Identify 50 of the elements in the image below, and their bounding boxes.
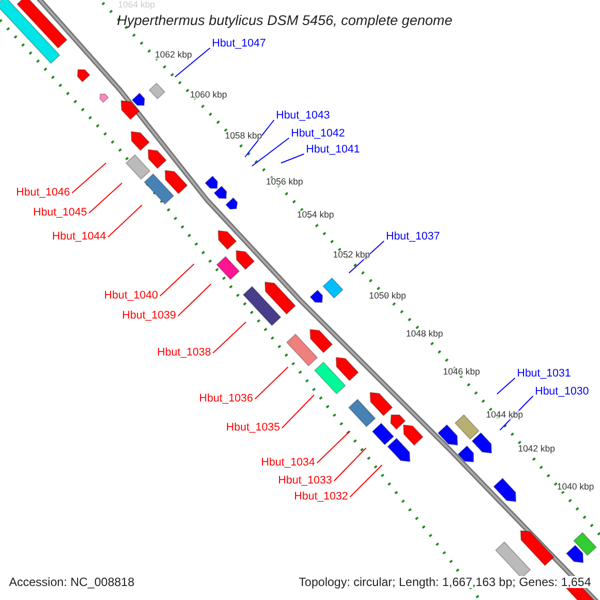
gene-label: Hbut_1039 bbox=[122, 310, 176, 322]
tick-label: 1044 kbp bbox=[486, 410, 524, 420]
leader-line bbox=[88, 182, 122, 214]
gene-label: Hbut_1037 bbox=[386, 232, 440, 242]
gene-label: Hbut_1032 bbox=[294, 492, 348, 502]
gene-label: Hbut_1038 bbox=[157, 348, 211, 358]
leader-line bbox=[280, 154, 304, 164]
gene-label: Hbut_1030 bbox=[535, 386, 589, 398]
leader-line bbox=[252, 138, 290, 166]
leader-line bbox=[108, 204, 142, 238]
gene-label: Hbut_1041 bbox=[306, 144, 360, 156]
gene-label: Hbut_1033 bbox=[278, 476, 332, 486]
leader-line bbox=[244, 120, 274, 158]
tick-label: 1050 kbp bbox=[369, 292, 406, 300]
tick-label: 1056 kbp bbox=[266, 178, 304, 186]
summary-text: Topology: circular; Length: 1,667,163 bp; Genes: 1,654 bbox=[298, 576, 591, 588]
tick-label: 1052 kbp bbox=[333, 250, 370, 260]
tick-label: 1042 kbp bbox=[518, 444, 556, 454]
leader-line bbox=[178, 284, 212, 316]
gene-label: Hbut_1035 bbox=[226, 422, 280, 434]
tick-label: 1040 kbp bbox=[557, 482, 594, 492]
leader-line bbox=[316, 430, 350, 464]
tick-label: 1058 kbp bbox=[225, 132, 262, 140]
leader-line bbox=[350, 464, 382, 498]
leader-line bbox=[334, 448, 366, 482]
gene-label: Hbut_1045 bbox=[33, 208, 87, 218]
tick-label: 1062 kbp bbox=[155, 50, 192, 60]
leader-line bbox=[254, 366, 288, 400]
accession-text: Accession: NC_008818 bbox=[9, 576, 134, 588]
tick-label: 1048 kbp bbox=[406, 330, 444, 338]
tick-label: 1046 kbp bbox=[443, 368, 480, 376]
leader-line bbox=[160, 264, 194, 296]
title: Hyperthermus butylicus DSM 5456, complete genome bbox=[117, 13, 452, 27]
gene-label: Hbut_1040 bbox=[104, 290, 158, 302]
gene-label: Hbut_1046 bbox=[16, 188, 70, 198]
leader-line bbox=[348, 240, 384, 274]
gene-label: Hbut_1044 bbox=[52, 232, 106, 242]
leader-line bbox=[174, 48, 210, 78]
leader-line bbox=[282, 394, 314, 428]
gene-label: Hbut_1031 bbox=[517, 368, 571, 380]
leader-line bbox=[72, 162, 106, 194]
tick-label: 1060 kbp bbox=[190, 90, 228, 100]
tick-label: 1054 kbp bbox=[297, 210, 334, 220]
gene-label: Hbut_1034 bbox=[261, 458, 315, 468]
gene-label: Hbut_1036 bbox=[199, 394, 253, 404]
gene-label: Hbut_1042 bbox=[291, 128, 345, 140]
gene-label: Hbut_1047 bbox=[212, 38, 266, 50]
gene-label: Hbut_1043 bbox=[276, 110, 330, 122]
leader-line bbox=[496, 378, 516, 394]
leader-line bbox=[212, 322, 246, 354]
